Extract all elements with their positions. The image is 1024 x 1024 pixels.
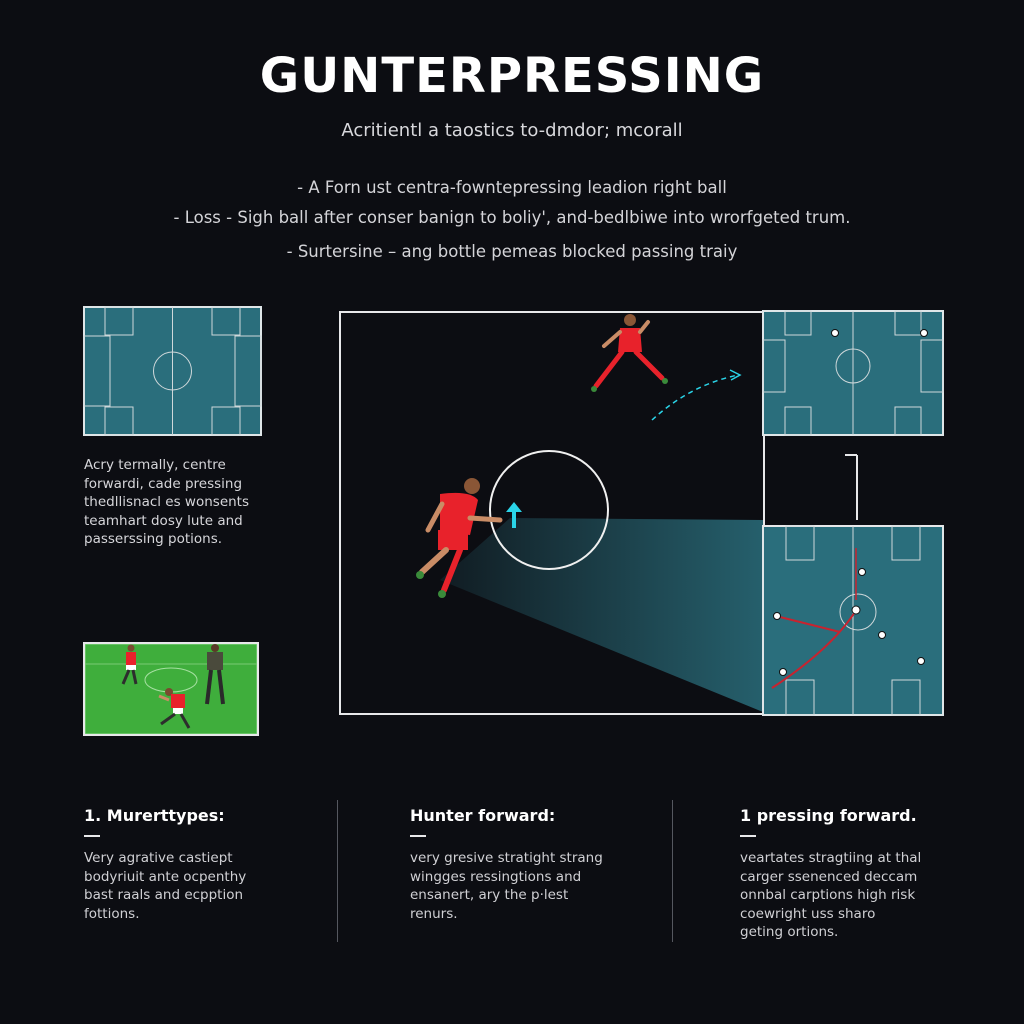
heading-dash (84, 835, 100, 837)
column-line: fottions. (84, 905, 140, 922)
left-caption-line: teamhart dosy lute and (84, 512, 243, 529)
column-line: geting ortions. (740, 924, 839, 940)
column-divider (337, 800, 338, 942)
column-line: Very agrative castiept (84, 850, 233, 866)
column-line: coewright uss sharo (740, 905, 876, 922)
page-subtitle: Acritientl a taostics to-dmdor; mcorall (341, 120, 683, 141)
main-tactic-frame (339, 311, 765, 715)
column-line: bodyriuit ante ocpenthy (84, 868, 247, 885)
column-1: 1. Murerttypes: Very agrative castiept b… (84, 806, 304, 923)
bottom-right-pitch-diagram (762, 525, 944, 716)
left-caption-line: Acry termally, centre (84, 457, 226, 473)
column-line: bast raals and ecpption (84, 887, 244, 903)
left-caption-line: passerssing potions. (84, 531, 223, 547)
left-caption-line: thedllisnacl es wonsents (84, 494, 250, 510)
bullet-3: - Surtersine – ang bottle pemeas blocked… (286, 242, 738, 261)
column-heading: Hunter forward: (410, 806, 556, 825)
bullet-2: - Loss - Sigh ball after conser banign t… (173, 208, 851, 227)
column-line: very gresive stratight strang (410, 850, 603, 866)
column-3: 1 pressing forward. veartates stragtiing… (740, 806, 960, 942)
heading-dash (740, 835, 756, 837)
column-heading: 1 pressing forward. (740, 806, 917, 825)
top-right-pitch-diagram (762, 310, 944, 436)
column-line: onnbal carptions high risk (740, 887, 916, 903)
left-caption-line: forwardi, cade pressing (84, 475, 243, 492)
heading-dash (410, 835, 426, 837)
bullet-1: - A Forn ust centrа-fowntepressing leadi… (297, 178, 727, 197)
match-photo (83, 642, 259, 736)
column-line: ensanert, ary the p·lest (410, 887, 569, 903)
column-heading: 1. Murerttypes: (84, 806, 225, 825)
left-caption: Acry termally, centre forwardi, cade pre… (84, 456, 284, 549)
column-divider (672, 800, 673, 942)
column-line: renurs. (410, 905, 458, 922)
page-title: GUNTERPRESSING (259, 48, 765, 104)
column-line: carger ssenenced deccam (740, 868, 918, 885)
left-pitch-diagram (83, 306, 262, 436)
column-line: veartates stragtiing at thal (740, 850, 922, 866)
column-2: Hunter forward: very gresive stratight s… (410, 806, 630, 923)
column-line: wingges ressingtions and (410, 868, 582, 885)
